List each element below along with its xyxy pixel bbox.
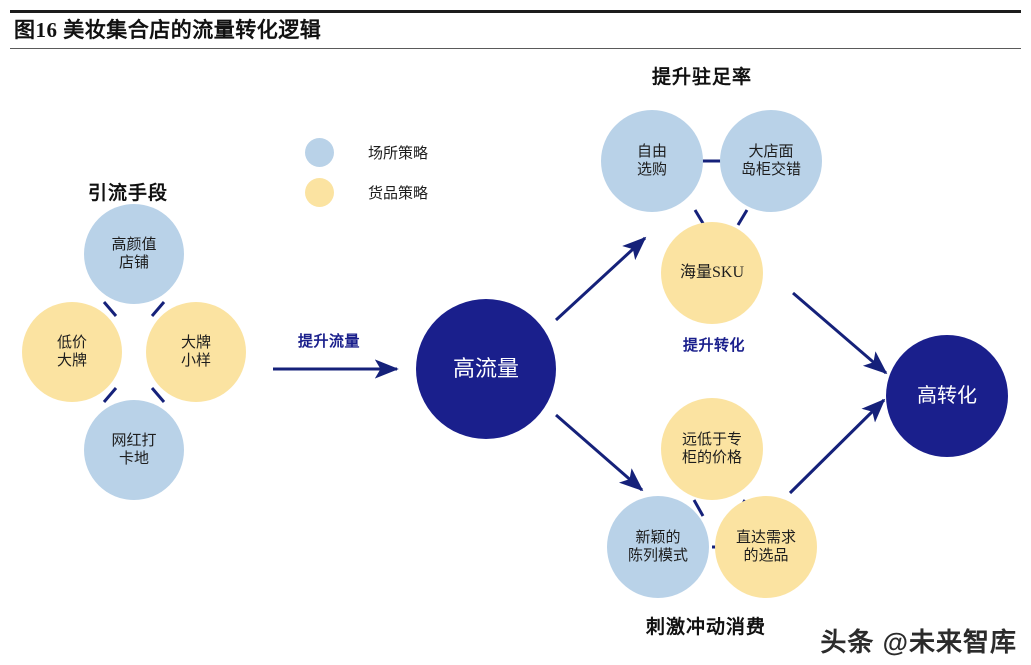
node-label-high-value-store: 高颜值 店铺 — [111, 236, 157, 271]
arrow-dwell-to-conversion — [792, 291, 888, 375]
node-label-massive-sku: 海量SKU — [679, 264, 744, 282]
node-label-novel-display-mode: 新颖的 陈列模式 — [627, 529, 688, 564]
page-title: 图16 美妆集合店的流量转化逻辑 — [14, 18, 322, 42]
node-label-influencer-checkin-spot: 网红打 卡地 — [111, 432, 157, 467]
node-far-below-counter-price[interactable]: 远低于专 柜的价格 — [661, 398, 763, 500]
node-label-large-store-island-counters: 大店面 岛柜交错 — [740, 143, 801, 178]
legend-swatch-blue-icon — [305, 137, 334, 167]
node-high-conversion[interactable]: 高转化 — [886, 335, 1008, 457]
header-rule-top — [10, 10, 1021, 13]
node-influencer-checkin-spot[interactable]: 网红打 卡地 — [84, 400, 184, 500]
legend: 场所策略 货品策略 — [305, 132, 475, 212]
node-label-demand-matched-selection: 直达需求 的选品 — [735, 529, 796, 564]
node-label-high-conversion: 高转化 — [917, 384, 977, 407]
node-high-traffic[interactable]: 高流量 — [416, 299, 556, 439]
node-label-low-price-big-brand: 低价 大牌 — [56, 334, 87, 369]
arrow-label-boost-conversion: 提升转化 — [683, 338, 746, 354]
arrow-traffic-to-impulse — [555, 413, 644, 492]
node-demand-matched-selection[interactable]: 直达需求 的选品 — [715, 496, 817, 598]
node-novel-display-mode[interactable]: 新颖的 陈列模式 — [607, 496, 709, 598]
node-low-price-big-brand[interactable]: 低价 大牌 — [22, 302, 122, 402]
node-large-store-island-counters[interactable]: 大店面 岛柜交错 — [720, 110, 822, 212]
legend-item-goods: 货品策略 — [305, 172, 475, 212]
legend-swatch-yellow-icon — [305, 177, 334, 207]
node-label-far-below-counter-price: 远低于专 柜的价格 — [681, 431, 742, 466]
legend-label-venue: 场所策略 — [368, 145, 429, 162]
cluster-title-traffic-means: 引流手段 — [88, 183, 169, 204]
watermark: 头条 @未来智库 — [820, 627, 1017, 657]
arrow-label-boost-traffic: 提升流量 — [298, 334, 361, 350]
connector-layer — [102, 159, 888, 549]
arrow-impulse-to-conversion — [788, 398, 886, 495]
cluster-title-dwell-rate: 提升驻足率 — [652, 67, 753, 88]
node-free-selection[interactable]: 自由 选购 — [601, 110, 703, 212]
node-label-brand-samples: 大牌 小样 — [180, 334, 211, 369]
legend-item-venue: 场所策略 — [305, 132, 475, 172]
diagram-canvas: 场所策略 货品策略 引流手段 提升驻足率 刺激冲动消费 提升流量 提升转化 高颜… — [0, 50, 1031, 665]
header-rule-bottom — [10, 48, 1021, 49]
legend-label-goods: 货品策略 — [368, 185, 429, 202]
node-massive-sku[interactable]: 海量SKU — [661, 222, 763, 324]
node-brand-samples[interactable]: 大牌 小样 — [146, 302, 246, 402]
node-high-value-store[interactable]: 高颜值 店铺 — [84, 204, 184, 304]
figure-header: 图16 美妆集合店的流量转化逻辑 — [0, 0, 1031, 50]
node-label-high-traffic: 高流量 — [452, 355, 519, 381]
cluster-title-impulse-buy: 刺激冲动消费 — [646, 617, 767, 638]
node-label-free-selection: 自由 选购 — [636, 143, 667, 178]
connector-left-cluster — [102, 301, 166, 403]
arrow-traffic-to-dwell — [554, 236, 647, 322]
